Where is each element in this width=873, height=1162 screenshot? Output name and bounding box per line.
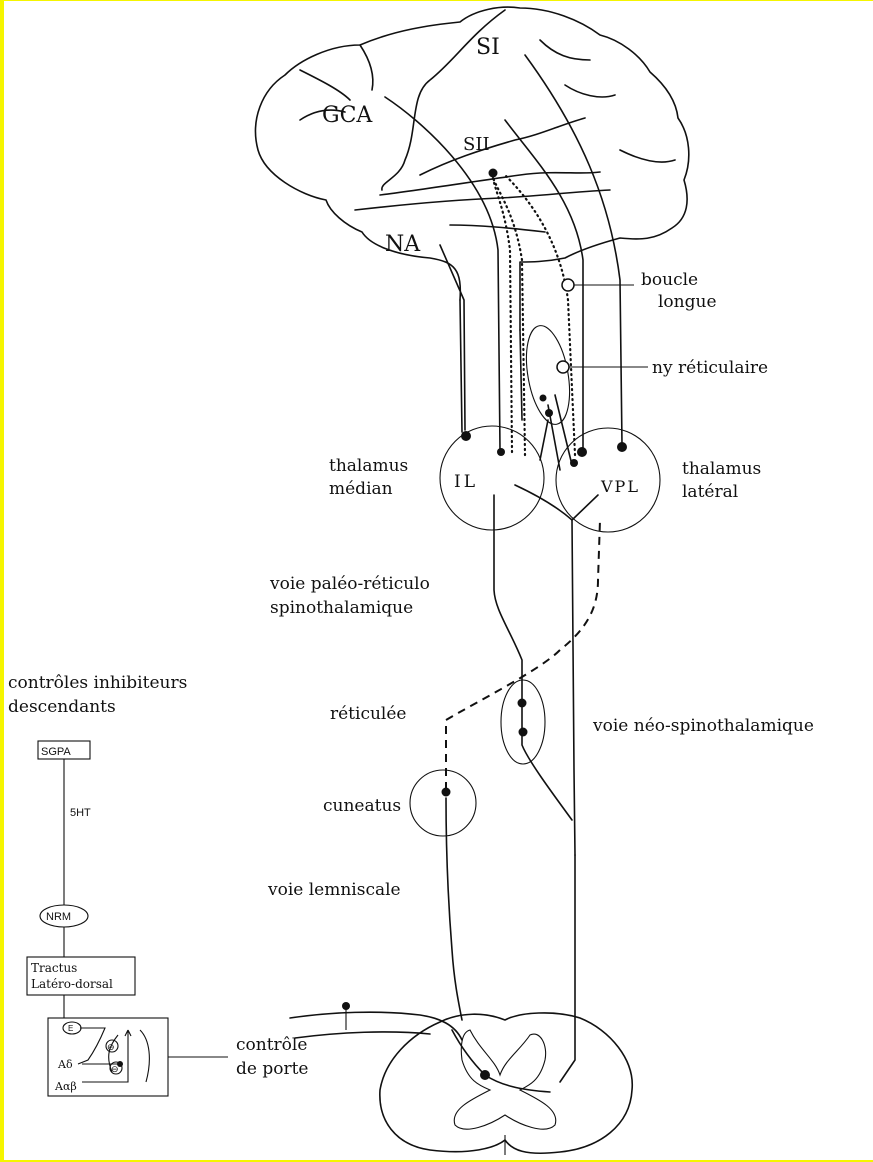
vpl-nucleus-label: VPL (600, 477, 640, 496)
boucle-longue-label-2: longue (658, 292, 717, 312)
brainstem-left (460, 300, 462, 432)
neo-spinothalamic-tract (572, 495, 598, 855)
il-terminal (461, 431, 471, 441)
vpl-to-s1-fibre (525, 55, 622, 445)
inhibitory-title-1: contrôles inhibiteurs (8, 673, 187, 693)
boucle-longue-label-1: boucle (641, 270, 698, 290)
boucle-longue-marker (562, 279, 574, 291)
ny-reticulaire-marker (557, 361, 569, 373)
brain-outline (256, 7, 689, 330)
vpl-terminal (570, 459, 578, 467)
paleo-tract (494, 495, 572, 820)
vpl-terminal (617, 442, 627, 452)
reticular-neuron (519, 728, 528, 737)
cuneatus-label: cuneatus (323, 796, 401, 816)
sulcus (420, 118, 585, 175)
serotonin-label: 5HT (70, 807, 91, 819)
gate-label-2: de porte (236, 1059, 308, 1079)
dorsal-horn-fibre (452, 1030, 550, 1092)
dotted-loop-1 (493, 178, 512, 452)
ganglion-cell (342, 1002, 350, 1010)
cuneatus-circle (410, 770, 476, 836)
dorsal-root-lower (295, 1032, 430, 1038)
paleo-label-1: voie paléo-réticulo (269, 574, 430, 594)
a-delta-label: Aδ (57, 1058, 73, 1071)
il-terminal (497, 448, 505, 456)
neo-label: voie néo-spinothalamique (592, 716, 814, 736)
s2-terminal (489, 169, 498, 178)
thalamus-median-label-2: médian (329, 479, 393, 499)
area-s2-label: SII (463, 134, 490, 155)
reticular-neuron (540, 395, 547, 402)
spinal-grey-matter (454, 1030, 556, 1129)
thalamus-lateral-label-2: latéral (682, 482, 738, 502)
tract-label-2: Latéro-dorsal (31, 977, 113, 991)
thalamus-median-label-1: thalamus (329, 456, 408, 476)
gate-e-label: E (68, 1024, 73, 1033)
inhibitory-title-2: descendants (8, 697, 116, 717)
vpl-terminal (577, 447, 587, 457)
gate-label-1: contrôle (236, 1035, 307, 1055)
reticular-neuron (545, 409, 553, 417)
reticular-neuron (518, 699, 527, 708)
lemniscal-medial-path (446, 520, 600, 790)
crossing-fibre (560, 855, 575, 1082)
reticulee-label: réticulée (330, 704, 406, 724)
reticular-formation (501, 680, 545, 764)
brainstem-right (520, 330, 522, 420)
dotted-loop-3 (505, 175, 575, 455)
dorsal-horn-neuron (480, 1070, 490, 1080)
minus-sign: ⊖ (107, 1042, 115, 1052)
thalamus-lateral-label-1: thalamus (682, 459, 761, 479)
reticular-fibres (540, 395, 572, 470)
cuneatus-neuron (442, 788, 451, 797)
sulcus (360, 45, 373, 90)
sulcus (540, 40, 590, 60)
sulcus (620, 150, 675, 162)
neo-branch-to-il (515, 485, 572, 520)
tract-label-1: Tractus (31, 961, 77, 975)
il-nucleus-label: IL (454, 472, 478, 492)
area-s1-label: SI (476, 35, 500, 60)
area-gca-label: GCA (322, 103, 373, 128)
lemniscale-label: voie lemniscale (267, 880, 401, 900)
spinal-cord-outline (380, 1013, 632, 1153)
paleo-label-2: spinothalamique (270, 598, 413, 618)
a-alpha-beta-label: Aαβ (54, 1080, 77, 1093)
sgpa-label: SGPA (41, 746, 71, 758)
sulcus (300, 70, 350, 100)
sulcus (565, 85, 615, 97)
ny-reticulaire-label: ny réticulaire (652, 358, 768, 378)
nrm-label: NRM (46, 911, 71, 923)
sulcus (450, 225, 545, 232)
area-na-label: NA (385, 232, 421, 257)
gate-synapse (117, 1061, 123, 1067)
